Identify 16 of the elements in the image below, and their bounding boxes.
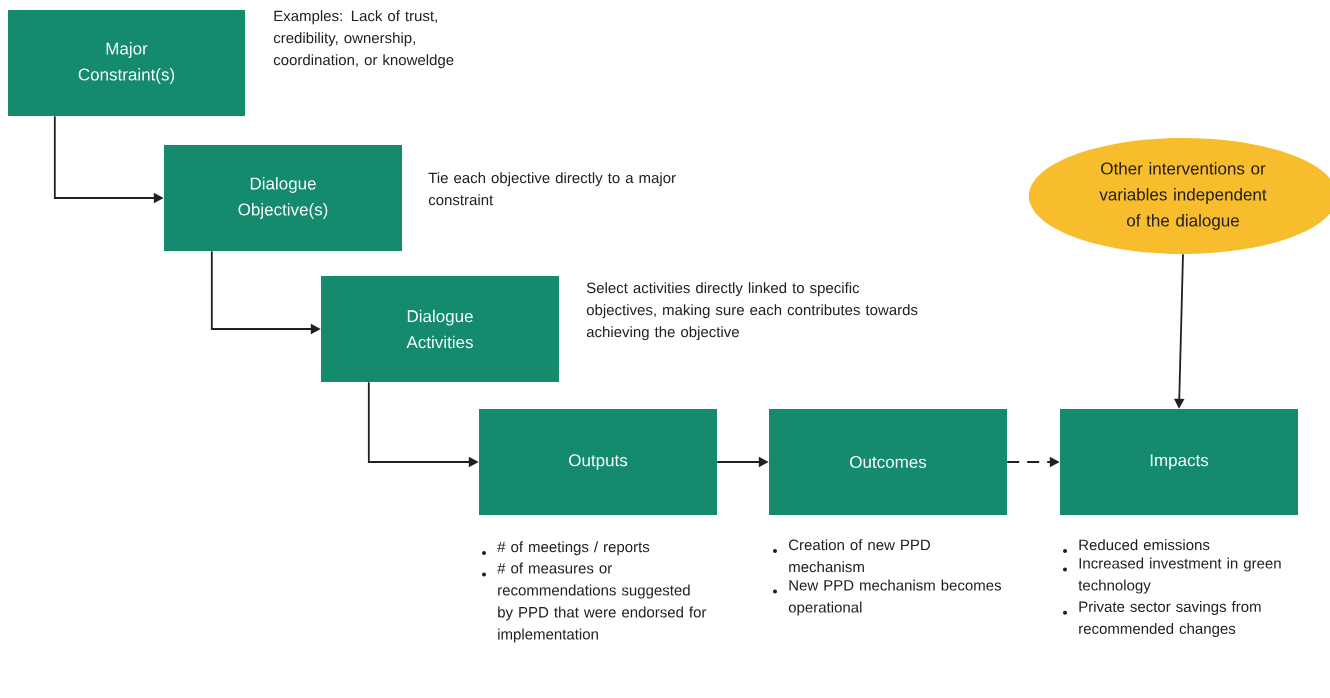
process-box: Dialogue Activities	[321, 276, 559, 382]
side-note: Select activities directly linked to specific objectives, making sure each contributes towards achieving the objective	[586, 282, 918, 341]
side-note: New PPD mechanism becomes operational	[788, 579, 1001, 616]
side-note: Increased investment in green technology	[1078, 557, 1281, 594]
process-box: Outputs	[479, 409, 717, 515]
side-note: Tie each objective directly to a major constraint	[428, 172, 676, 206]
process-box: Outcomes	[769, 409, 1007, 515]
side-note: Reduced emissions	[1079, 539, 1210, 551]
process-box: Impacts	[1060, 409, 1298, 515]
side-note: # of measures or recommendations suggested by PPD that were endorsed for implementation	[497, 562, 707, 643]
process-box: Dialogue Objective(s)	[164, 145, 402, 251]
side-note: Private sector savings from recommended changes	[1079, 601, 1261, 637]
side-note: Creation of new PPD mechanism	[789, 539, 930, 573]
side-note: Examples: Lack of trust, credibility, ownership, coordination, or knoweldge	[273, 10, 454, 69]
side-note: # of meetings / reports	[497, 541, 650, 556]
process-box: Major Constraint(s)	[8, 10, 245, 116]
